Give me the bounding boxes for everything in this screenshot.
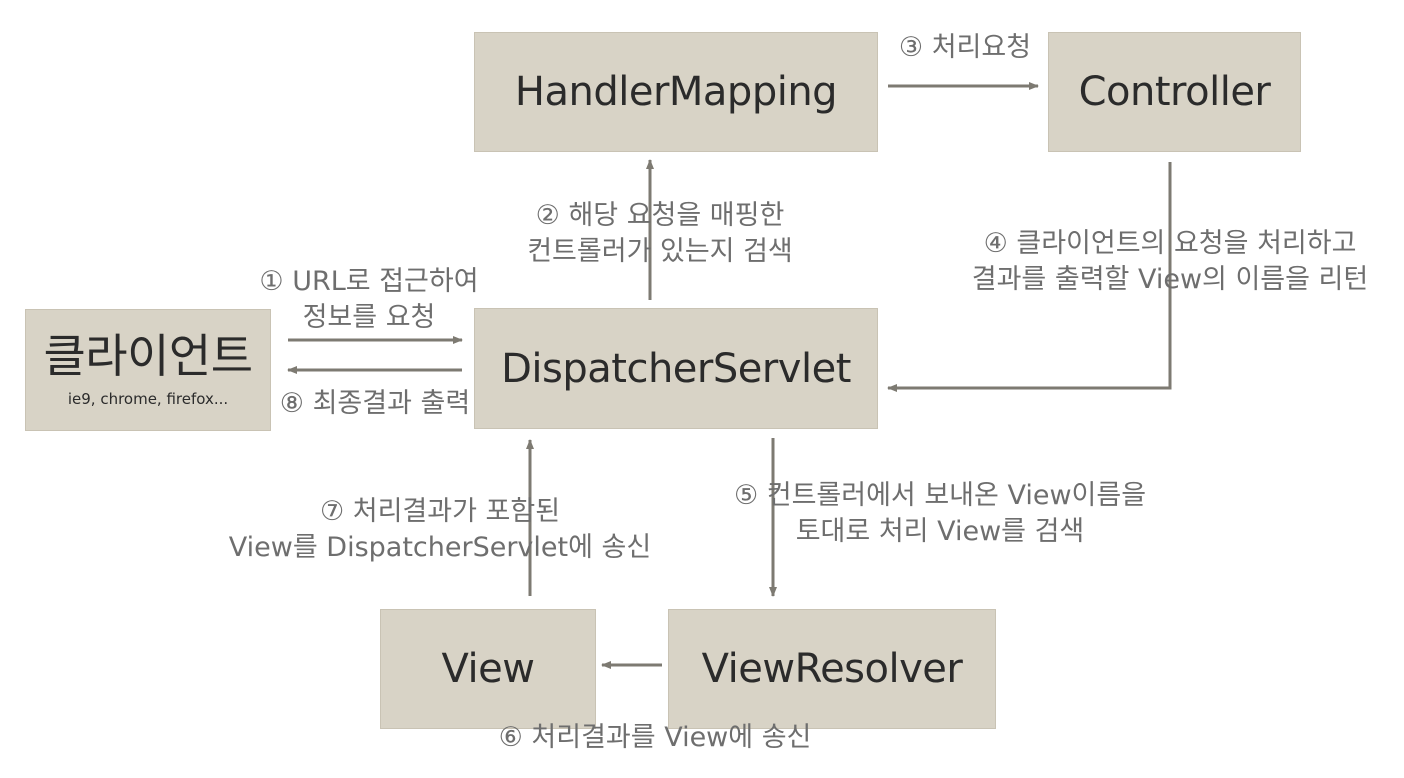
step5-label-line2: 토대로 처리 View를 검색 <box>795 516 1085 547</box>
step2-label-line1: ② 해당 요청을 매핑한 <box>535 200 785 231</box>
client-subtitle: ie9, chrome, firefox... <box>67 390 229 409</box>
view-title: View <box>441 646 535 692</box>
step2-label: ② 해당 요청을 매핑한 컨트롤러가 있는지 검색 <box>500 198 820 270</box>
dispatcher-servlet-node: DispatcherServlet <box>474 308 878 429</box>
step7-label-line1: ⑦ 처리결과가 포함된 <box>319 496 561 527</box>
step1-label: ① URL로 접근하여 정보를 요청 <box>238 264 500 336</box>
step3-label: ③ 처리요청 <box>885 30 1045 66</box>
view-resolver-node: ViewResolver <box>668 609 996 729</box>
step3-label-line1: ③ 처리요청 <box>898 32 1032 63</box>
controller-node: Controller <box>1048 32 1301 152</box>
step6-label-line1: ⑥ 처리결과를 View에 송신 <box>498 722 812 753</box>
dispatcher-servlet-title: DispatcherServlet <box>501 345 851 392</box>
step6-label: ⑥ 처리결과를 View에 송신 <box>470 720 840 756</box>
step4-label-line1: ④ 클라이언트의 요청을 처리하고 <box>983 228 1357 259</box>
step2-label-line2: 컨트롤러가 있는지 검색 <box>527 236 793 267</box>
step5-label-line1: ⑤ 컨트롤러에서 보내온 View이름을 <box>733 480 1147 511</box>
step4-label-line2: 결과를 출력할 View의 이름을 리턴 <box>971 264 1369 295</box>
view-node: View <box>380 609 596 729</box>
step8-label-line1: ⑧ 최종결과 출력 <box>279 388 471 419</box>
client-title: 클라이언트 <box>43 328 253 383</box>
client-node: 클라이언트 ie9, chrome, firefox... <box>25 309 271 431</box>
controller-title: Controller <box>1078 69 1271 115</box>
step1-label-line1: ① URL로 접근하여 <box>259 266 479 297</box>
step1-label-line2: 정보를 요청 <box>302 302 436 333</box>
step5-label: ⑤ 컨트롤러에서 보내온 View이름을 토대로 처리 View를 검색 <box>705 478 1175 550</box>
step7-label: ⑦ 처리결과가 포함된 View를 DispatcherServlet에 송신 <box>205 494 675 566</box>
handler-mapping-title: HandlerMapping <box>514 69 838 115</box>
arrow-step4 <box>887 162 1172 392</box>
step4-label: ④ 클라이언트의 요청을 처리하고 결과를 출력할 View의 이름을 리턴 <box>940 226 1400 298</box>
step7-label-line2: View를 DispatcherServlet에 송신 <box>228 532 652 563</box>
handler-mapping-node: HandlerMapping <box>474 32 878 152</box>
step8-label: ⑧ 최종결과 출력 <box>264 386 486 422</box>
view-resolver-title: ViewResolver <box>701 646 963 692</box>
